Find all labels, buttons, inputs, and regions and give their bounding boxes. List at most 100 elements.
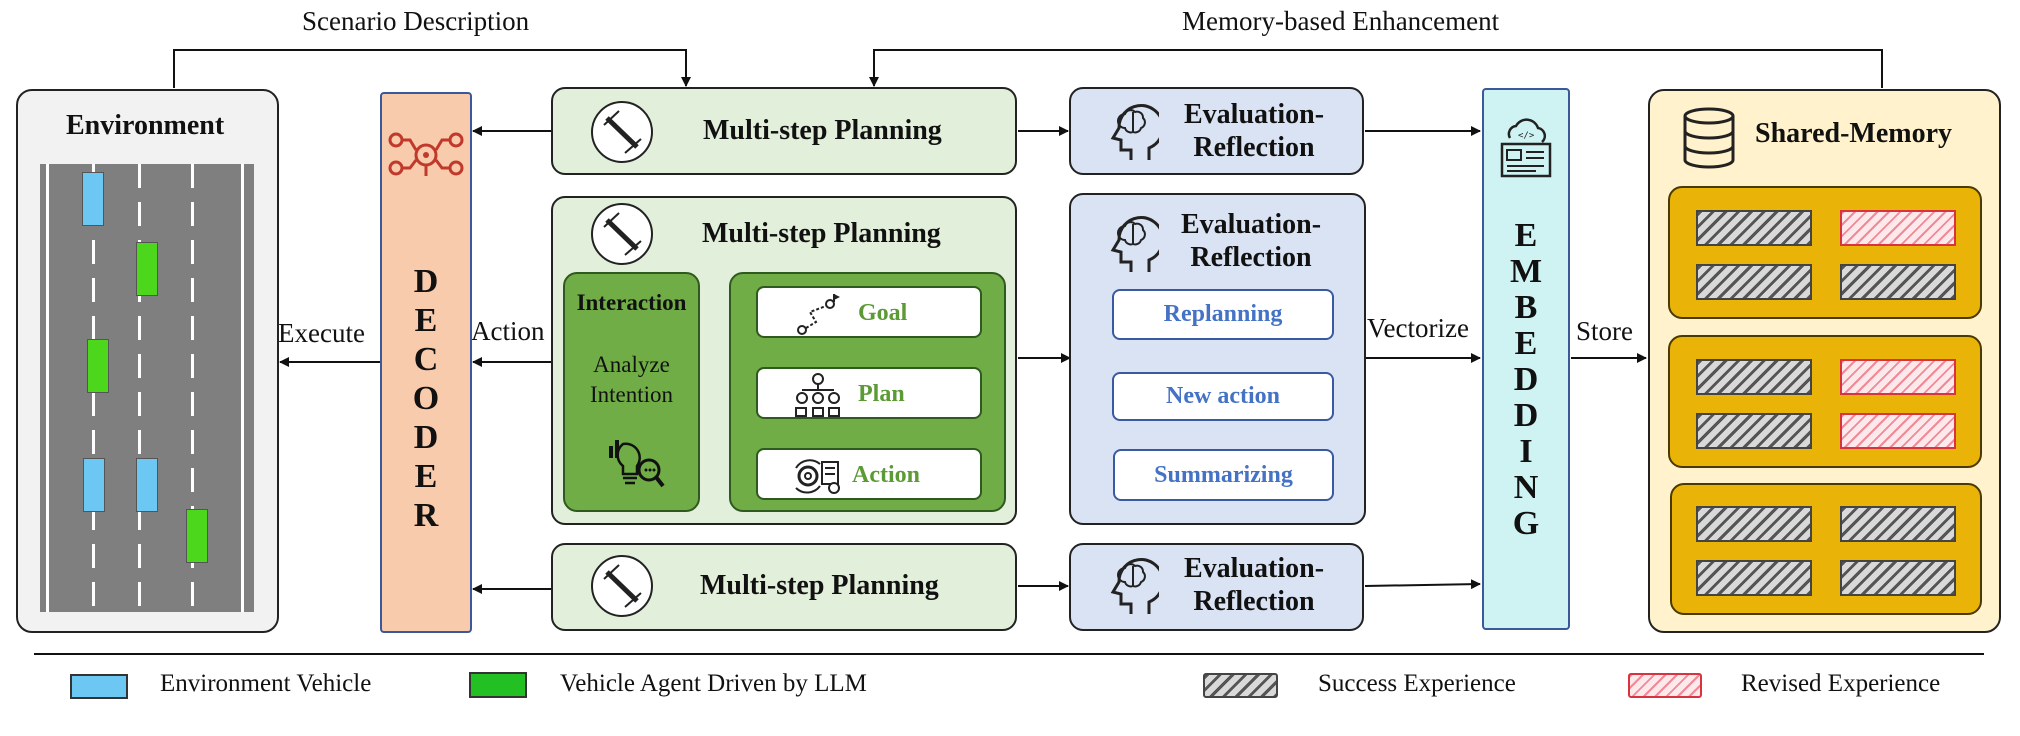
evaluation-title-top: Evaluation- Reflection bbox=[1164, 98, 1344, 164]
brain-head-icon bbox=[1110, 216, 1159, 272]
decoder-block bbox=[380, 92, 472, 633]
decoder-letter: D bbox=[413, 263, 439, 300]
shared-memory-title: Shared-Memory bbox=[1755, 118, 1952, 149]
embedding-letter: G bbox=[1512, 505, 1540, 542]
goal-step: Goal bbox=[756, 286, 982, 338]
action-label: Action bbox=[471, 316, 545, 346]
success-experience-block bbox=[1696, 210, 1812, 246]
pen-circle-icon bbox=[591, 555, 653, 617]
bottom-eval-to-embedding-arrow bbox=[1364, 579, 1481, 590]
embedding-letter: D bbox=[1513, 361, 1539, 398]
decoder-label: D E C O D E R bbox=[380, 262, 472, 535]
memory-group bbox=[1668, 186, 1982, 319]
execute-label: Execute bbox=[278, 318, 365, 348]
scenario-description-label: Scenario Description bbox=[302, 6, 530, 36]
evaluation-title-middle: Evaluation- Reflection bbox=[1156, 208, 1346, 274]
store-label: Store bbox=[1576, 316, 1633, 346]
lane-divider bbox=[138, 164, 141, 612]
memory-group bbox=[1668, 335, 1982, 468]
evaluation-title-line1: Evaluation- bbox=[1183, 99, 1325, 130]
decoder-network-icon bbox=[388, 132, 464, 176]
legend-agent-vehicle-swatch bbox=[469, 672, 527, 698]
memory-group bbox=[1670, 483, 1982, 615]
legend-environment-vehicle-swatch bbox=[70, 674, 128, 699]
lane-edge-left bbox=[46, 164, 49, 612]
legend-revised-label: Revised Experience bbox=[1741, 670, 1941, 697]
embedding-letter: E bbox=[1514, 217, 1538, 254]
environment-vehicle bbox=[136, 458, 158, 512]
success-experience-block bbox=[1840, 506, 1956, 542]
action-step: Action bbox=[756, 448, 982, 500]
decoder-letter: E bbox=[414, 302, 438, 339]
interaction-box bbox=[563, 272, 700, 512]
success-experience-block bbox=[1696, 560, 1812, 596]
success-experience-block bbox=[1696, 506, 1812, 542]
plan-step: Plan bbox=[756, 367, 982, 419]
road bbox=[40, 164, 254, 612]
success-experience-block bbox=[1696, 413, 1812, 449]
planning-title-bottom: Multi-step Planning bbox=[700, 570, 939, 601]
decoder-letter: D bbox=[413, 419, 439, 456]
success-experience-block bbox=[1840, 560, 1956, 596]
embedding-letter: I bbox=[1519, 433, 1533, 470]
embedding-letter: D bbox=[1513, 397, 1539, 434]
interaction-line1: Analyze bbox=[593, 352, 670, 377]
gear-checklist-icon bbox=[795, 459, 840, 494]
embedding-letter: M bbox=[1509, 253, 1543, 290]
planning-title-top: Multi-step Planning bbox=[703, 115, 942, 146]
embedding-letter: B bbox=[1514, 289, 1538, 326]
legend-agent-vehicle-label: Vehicle Agent Driven by LLM bbox=[560, 670, 867, 697]
analysis-lightbulb-icon bbox=[609, 440, 665, 488]
embedding-label: E M B E D D I N G bbox=[1482, 218, 1570, 542]
decoder-letter: O bbox=[412, 380, 440, 417]
decoder-letter: R bbox=[413, 497, 439, 534]
embedding-letter: E bbox=[1514, 325, 1538, 362]
decoder-letter: C bbox=[413, 341, 439, 378]
evaluation-box-bottom bbox=[1069, 543, 1364, 631]
revised-experience-block bbox=[1840, 413, 1956, 449]
path-goal-icon bbox=[797, 294, 840, 335]
org-plan-icon bbox=[795, 373, 840, 417]
vectorize-label: Vectorize bbox=[1367, 313, 1469, 343]
legend-success-label: Success Experience bbox=[1318, 670, 1516, 697]
legend-revised-swatch bbox=[1628, 673, 1702, 698]
brain-head-icon bbox=[1110, 558, 1159, 614]
evaluation-title-line1: Evaluation- bbox=[1183, 553, 1325, 584]
environment-vehicle bbox=[83, 458, 105, 512]
legend-success-swatch bbox=[1203, 673, 1278, 698]
interaction-title: Interaction bbox=[576, 290, 687, 315]
new-action-step: New action bbox=[1112, 372, 1334, 421]
cloud-code-document-icon: </> bbox=[1500, 118, 1552, 178]
summarizing-step: Summarizing bbox=[1113, 449, 1334, 501]
environment-title: Environment bbox=[66, 110, 225, 141]
evaluation-title-line2: Reflection bbox=[1193, 586, 1315, 617]
pen-circle-icon bbox=[591, 101, 653, 163]
planning-title-middle: Multi-step Planning bbox=[702, 218, 941, 249]
brain-head-icon bbox=[1110, 104, 1159, 160]
agent-vehicle bbox=[186, 509, 208, 563]
agent-vehicle bbox=[136, 242, 158, 296]
embedding-letter: N bbox=[1513, 469, 1539, 506]
legend-environment-vehicle-label: Environment Vehicle bbox=[160, 670, 372, 697]
revised-experience-block bbox=[1840, 359, 1956, 395]
success-experience-block bbox=[1840, 264, 1956, 300]
memory-enhancement-line bbox=[869, 49, 1883, 88]
agent-vehicle bbox=[87, 339, 109, 393]
database-icon bbox=[1683, 107, 1735, 169]
decoder-letter: E bbox=[414, 458, 438, 495]
plan-step-label: Plan bbox=[858, 381, 905, 407]
memory-enhancement-label: Memory-based Enhancement bbox=[1182, 6, 1500, 36]
evaluation-title-line1: Evaluation- bbox=[1180, 209, 1322, 240]
pen-circle-icon bbox=[591, 203, 653, 265]
goal-step-label: Goal bbox=[858, 300, 908, 326]
evaluation-title-line2: Reflection bbox=[1190, 242, 1312, 273]
revised-experience-block bbox=[1840, 210, 1956, 246]
interaction-line2: Intention bbox=[589, 382, 674, 407]
lane-edge-right bbox=[241, 164, 244, 612]
success-experience-block bbox=[1696, 264, 1812, 300]
svg-text:</>: </> bbox=[1518, 131, 1535, 141]
action-step-label: Action bbox=[852, 462, 920, 488]
success-experience-block bbox=[1696, 359, 1812, 395]
scenario-description-line bbox=[173, 49, 691, 88]
evaluation-title-bottom: Evaluation- Reflection bbox=[1164, 552, 1344, 618]
